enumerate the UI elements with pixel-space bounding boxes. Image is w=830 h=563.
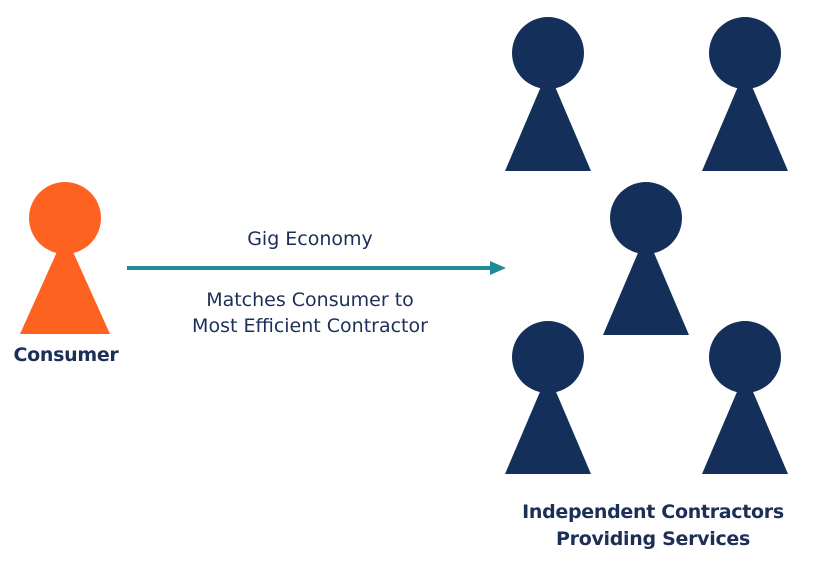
consumer-person-icon <box>20 182 110 334</box>
contractor-person-icon <box>603 182 689 335</box>
arrow-description-line: Most Efficient Contractor <box>192 315 428 337</box>
contractor-head <box>610 182 682 254</box>
contractor-body <box>702 70 788 171</box>
contractor-body <box>702 373 788 474</box>
contractor-person-icon <box>702 321 788 474</box>
contractor-person-icon <box>505 17 591 171</box>
arrow-title: Gig Economy <box>247 228 373 250</box>
arrow-description-line: Matches Consumer to <box>206 289 414 311</box>
arrow-description: Matches Consumer to Most Efficient Contr… <box>160 287 460 339</box>
contractor-head <box>709 17 781 89</box>
contractors-label-line: Independent Contractors <box>522 501 784 523</box>
contractor-head <box>512 17 584 89</box>
consumer-head <box>29 182 101 254</box>
contractor-body <box>505 70 591 171</box>
contractors-label: Independent Contractors Providing Servic… <box>500 499 806 553</box>
gig-economy-arrow <box>127 261 506 275</box>
contractor-person-icon <box>702 17 788 171</box>
contractors-label-line: Providing Services <box>556 528 750 550</box>
contractor-head <box>709 321 781 393</box>
consumer-label: Consumer <box>13 344 119 366</box>
contractor-body <box>603 234 689 335</box>
arrow-head <box>490 261 506 275</box>
contractor-head <box>512 321 584 393</box>
contractor-person-icon <box>505 321 591 474</box>
consumer-body <box>20 234 110 334</box>
contractor-body <box>505 373 591 474</box>
